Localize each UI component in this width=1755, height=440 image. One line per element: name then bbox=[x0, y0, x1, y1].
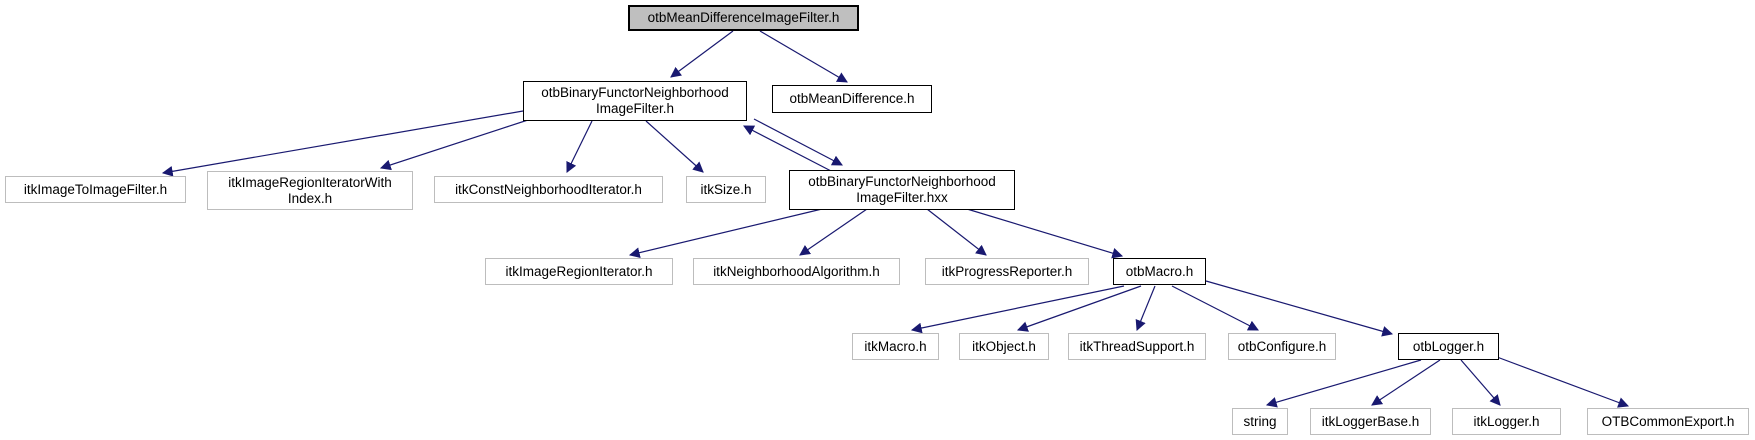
node-label: itkLogger.h bbox=[1473, 413, 1540, 429]
edge-otbmacro-to-itkmacro bbox=[910, 285, 1125, 334]
node-otbconfigure-h: otbConfigure.h bbox=[1228, 333, 1336, 360]
edge-binaryfunctor-h-to-itkimagetoimagefilter bbox=[161, 110, 524, 177]
node-itklogger-h: itkLogger.h bbox=[1452, 408, 1561, 435]
edge-root-to-binaryfunctor-h bbox=[670, 30, 734, 78]
edge-binaryfunctor-h-to-itkconstneighborhooditerator bbox=[566, 120, 593, 173]
node-itkimageregioniteratorwithindex-h: itkImageRegionIteratorWith Index.h bbox=[207, 171, 413, 210]
edge-binaryfunctor-h-to-itkimageregioniteratorwithindex bbox=[379, 118, 532, 171]
node-otbmeandifferenceimagefilter-h: otbMeanDifferenceImageFilter.h bbox=[628, 5, 859, 31]
node-itkneighborhoodalgorithm-h: itkNeighborhoodAlgorithm.h bbox=[693, 258, 900, 285]
edge-otblogger-to-otbcommonexport bbox=[1496, 356, 1630, 408]
node-label-line1: itkImageRegionIteratorWith bbox=[228, 174, 392, 190]
edge-otbmacro-to-otbconfigure bbox=[1171, 285, 1259, 331]
node-label: itkObject.h bbox=[972, 338, 1036, 354]
edge-binaryfunctor-hxx-to-itkimageregioniterator bbox=[628, 208, 823, 258]
edge-binaryfunctor-hxx-to-itkprogressreporter bbox=[926, 208, 987, 256]
node-otbbinaryfunctorneighborhoodimagefilter-hxx[interactable]: otbBinaryFunctorNeighborhood ImageFilter… bbox=[789, 170, 1015, 210]
node-label-line2: ImageFilter.hxx bbox=[856, 190, 948, 205]
node-itksize-h: itkSize.h bbox=[686, 176, 766, 203]
node-label: itkThreadSupport.h bbox=[1079, 338, 1195, 354]
node-itkobject-h: itkObject.h bbox=[959, 333, 1049, 360]
node-label-line1: otbBinaryFunctorNeighborhood bbox=[808, 174, 996, 189]
node-itkprogressreporter-h: itkProgressReporter.h bbox=[925, 258, 1089, 285]
node-label: itkSize.h bbox=[700, 181, 752, 197]
node-label: itkImageToImageFilter.h bbox=[23, 181, 168, 197]
edge-binaryfunctor-hxx-to-itkneighborhoodalgorithm bbox=[799, 208, 868, 256]
node-label: otbConfigure.h bbox=[1237, 338, 1327, 354]
node-label-line2: ImageFilter.h bbox=[595, 101, 675, 116]
node-label: itkImageRegionIterator.h bbox=[505, 263, 653, 279]
node-otbbinaryfunctorneighborhoodimagefilter-h[interactable]: otbBinaryFunctorNeighborhood ImageFilter… bbox=[523, 81, 747, 121]
node-label-line2: Index.h bbox=[287, 190, 333, 206]
node-label: itkProgressReporter.h bbox=[941, 263, 1073, 279]
node-itkthreadsupport-h: itkThreadSupport.h bbox=[1068, 333, 1206, 360]
node-label: itkLoggerBase.h bbox=[1321, 413, 1420, 429]
edge-binaryfunctor-h-to-binaryfunctor-hxx bbox=[753, 118, 843, 166]
node-label: itkConstNeighborhoodIterator.h bbox=[455, 181, 642, 197]
node-label: otbMeanDifference.h bbox=[789, 91, 915, 106]
edge-otblogger-to-string bbox=[1265, 359, 1422, 408]
node-itkconstneighborhooditerator-h: itkConstNeighborhoodIterator.h bbox=[434, 176, 663, 203]
node-label: otbMeanDifferenceImageFilter.h bbox=[647, 10, 840, 25]
node-otblogger-h[interactable]: otbLogger.h bbox=[1398, 333, 1499, 360]
node-label: itkMacro.h bbox=[864, 338, 927, 354]
edge-otbmacro-to-itkthreadsupport bbox=[1135, 285, 1156, 331]
edge-binaryfunctor-hxx-to-otbmacro bbox=[966, 208, 1124, 259]
node-label: otbLogger.h bbox=[1412, 338, 1485, 354]
node-itkimagetoimagefilter-h: itkImageToImageFilter.h bbox=[5, 176, 186, 203]
node-label: otbMacro.h bbox=[1125, 263, 1194, 279]
node-label-line1: otbBinaryFunctorNeighborhood bbox=[541, 85, 729, 100]
edge-binaryfunctor-hxx-to-binaryfunctor-h bbox=[743, 125, 834, 173]
edge-binaryfunctor-h-to-itksize bbox=[645, 120, 704, 173]
node-itkmacro-h: itkMacro.h bbox=[852, 333, 939, 360]
node-itkimageregioniterator-h: itkImageRegionIterator.h bbox=[485, 258, 673, 285]
node-otbmeandifference-h[interactable]: otbMeanDifference.h bbox=[772, 85, 932, 113]
edge-otblogger-to-itklogger bbox=[1460, 359, 1501, 406]
node-string: string bbox=[1232, 408, 1288, 435]
node-label: itkNeighborhoodAlgorithm.h bbox=[713, 263, 880, 279]
edge-otbmacro-to-otblogger bbox=[1205, 280, 1394, 337]
edge-otblogger-to-itkloggerbase bbox=[1371, 359, 1441, 406]
edge-root-to-meandifference bbox=[759, 30, 848, 83]
node-itkloggerbase-h: itkLoggerBase.h bbox=[1310, 408, 1431, 435]
node-otbcommonexport-h: OTBCommonExport.h bbox=[1587, 408, 1749, 435]
node-label: string bbox=[1243, 413, 1277, 429]
node-label: OTBCommonExport.h bbox=[1601, 413, 1735, 429]
edge-otbmacro-to-itkobject bbox=[1016, 285, 1142, 332]
node-otbmacro-h[interactable]: otbMacro.h bbox=[1113, 258, 1206, 285]
